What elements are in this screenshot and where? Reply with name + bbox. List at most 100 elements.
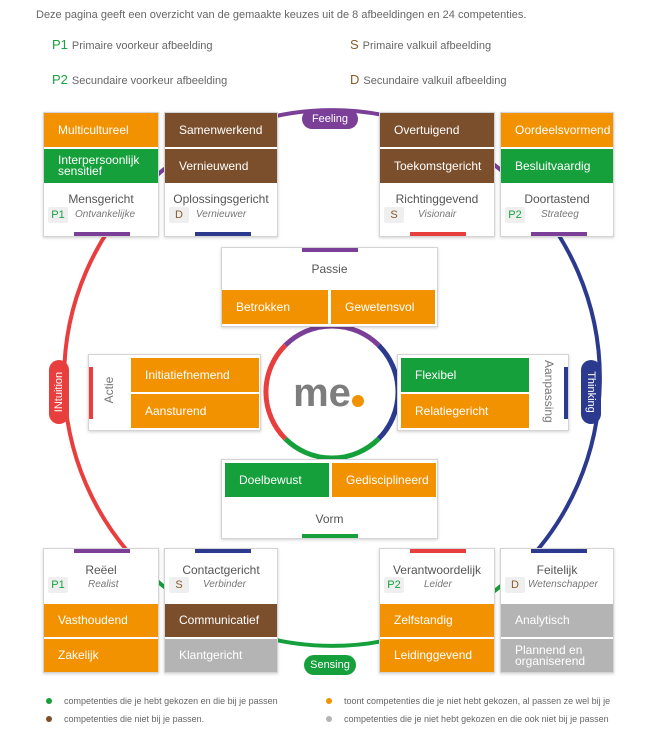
card-subtitle: Visionair (418, 209, 457, 220)
card-subtitle: Strateeg (541, 209, 579, 220)
card-subtitle: Verbinder (203, 579, 246, 590)
legend-dot-grey (326, 716, 332, 722)
inner-arc-bottom (283, 436, 381, 461)
card-sideline (564, 367, 568, 419)
card-reeel: Reëel P1 Realist Vasthoudend Zakelijk (43, 548, 159, 673)
card-subtitle: Realist (88, 579, 119, 590)
thinking-label: Thinking (581, 360, 601, 424)
comp-doelbewust: Doelbewust (225, 463, 329, 497)
comp-zakelijk: Zakelijk (44, 639, 158, 672)
comp-leidinggevend: Leidinggevend (380, 639, 494, 672)
card-title: Passie (311, 262, 348, 276)
card-doortastend: Oordeelsvormend Besluitvaardig Doortaste… (500, 112, 614, 237)
legend-text-brown: competenties die niet bij je passen. (64, 714, 205, 724)
comp-zelfstandig: Zelfstandig (380, 604, 494, 637)
key-p2-label: Secundaire voorkeur afbeelding (71, 75, 228, 87)
comp-plannend-en-organiserend: Plannend en organiserend (501, 639, 613, 672)
legend-text-orange: toont competenties die je niet hebt geko… (344, 696, 611, 706)
card-subtitle: Ontvankelijke (75, 209, 136, 220)
card-underline (302, 534, 358, 538)
legend-dot-green (46, 698, 52, 704)
legend-dot-orange (326, 698, 332, 704)
card-underline (410, 232, 466, 236)
card-topline (410, 549, 466, 553)
comp-gewetensvol: Gewetensvol (331, 290, 435, 324)
comp-betrokken: Betrokken (222, 290, 328, 324)
card-subtitle: Vernieuwer (196, 209, 247, 220)
badge: P1 (48, 207, 68, 223)
card-oplossingsgericht: Samenwerkend Vernieuwend Oplossingsgeric… (164, 112, 278, 237)
card-title: Vorm (315, 512, 344, 526)
card-title: Mensgericht (68, 192, 134, 206)
card-underline (74, 232, 130, 236)
key-s-code: S (350, 37, 359, 52)
comp-samenwerkend: Samenwerkend (165, 113, 277, 147)
card-title: Oplossingsgericht (173, 192, 269, 206)
comp-klantgericht: Klantgericht (165, 639, 277, 672)
comp-vasthoudend: Vasthoudend (44, 604, 158, 637)
card-topline (74, 549, 130, 553)
card-aanpassing: Flexibel Relatiegericht Aanpassing (397, 354, 569, 431)
card-title: Feitelijk (536, 563, 578, 577)
card-title: Aanpassing (542, 360, 556, 423)
card-title: Richtinggevend (395, 192, 479, 206)
card-underline (531, 232, 587, 236)
card-mensgericht: Multicultureel Interpersoonlijk sensitie… (43, 112, 159, 237)
comp-overtuigend: Overtuigend (380, 113, 494, 147)
badge: P2 (384, 577, 404, 593)
badge: S (169, 577, 189, 593)
key-p1-code: P1 (52, 37, 68, 52)
intuition-label: INtuition (49, 360, 69, 424)
key-d-code: D (350, 72, 360, 87)
badge: D (169, 207, 189, 223)
comp-toekomstgericht: Toekomstgericht (380, 149, 494, 183)
card-title: Reëel (85, 563, 117, 577)
key-d-label: Secundaire valkuil afbeelding (363, 75, 507, 87)
logo-text: me (293, 371, 351, 415)
comp-aansturend: Aansturend (131, 394, 259, 428)
card-vorm: Doelbewust Gedisciplineerd Vorm (221, 459, 438, 539)
card-sideline (89, 367, 93, 419)
comp-interpersoonlijk-sensitief: Interpersoonlijk sensitief (44, 149, 158, 183)
comp-oordeelsvormend: Oordeelsvormend (501, 113, 613, 147)
card-title: Verantwoordelijk (392, 563, 482, 577)
badge: P1 (48, 577, 68, 593)
card-topline (302, 248, 358, 252)
comp-vernieuwend: Vernieuwend (165, 149, 277, 183)
card-title: Contactgericht (182, 563, 260, 577)
inner-arc-left (263, 343, 288, 441)
comp-besluitvaardig: Besluitvaardig (501, 149, 613, 183)
comp-multicultureel: Multicultureel (44, 113, 158, 147)
legend-text-grey: competenties die je niet hebt gekozen en… (344, 714, 609, 724)
card-actie: Actie Initiatiefnemend Aansturend (88, 354, 261, 431)
logo-dot (352, 395, 364, 407)
comp-gedisciplineerd: Gedisciplineerd (332, 463, 436, 497)
card-feitelijk: Feitelijk D Wetenschapper Analytisch Pla… (500, 548, 614, 673)
card-passie: Passie Betrokken Gewetensvol (221, 247, 438, 327)
intro-text: Deze pagina geeft een overzicht van de g… (36, 9, 527, 21)
badge: D (505, 577, 525, 593)
card-richtinggevend: Overtuigend Toekomstgericht Richtinggeve… (379, 112, 495, 237)
sensing-label: Sensing (304, 655, 356, 675)
comp-flexibel: Flexibel (401, 358, 529, 392)
comp-relatiegericht: Relatiegericht (401, 394, 529, 428)
card-underline (195, 232, 251, 236)
key-p2-code: P2 (52, 72, 68, 87)
badge: P2 (505, 207, 525, 223)
card-contactgericht: Contactgericht S Verbinder Communicatief… (164, 548, 278, 673)
comp-initiatiefnemend: Initiatiefnemend (131, 358, 259, 392)
logo-circle (266, 326, 398, 458)
card-title: Doortastend (524, 192, 590, 206)
badge: S (384, 207, 404, 223)
comp-communicatief: Communicatief (165, 604, 277, 637)
card-title: Actie (102, 376, 116, 404)
card-topline (531, 549, 587, 553)
card-subtitle: Leider (424, 579, 452, 590)
card-subtitle: Wetenschapper (528, 579, 598, 590)
key-s-label: Primaire valkuil afbeelding (362, 40, 492, 52)
key-p1-label: Primaire voorkeur afbeelding (71, 40, 213, 52)
legend-dot-brown (46, 716, 52, 722)
